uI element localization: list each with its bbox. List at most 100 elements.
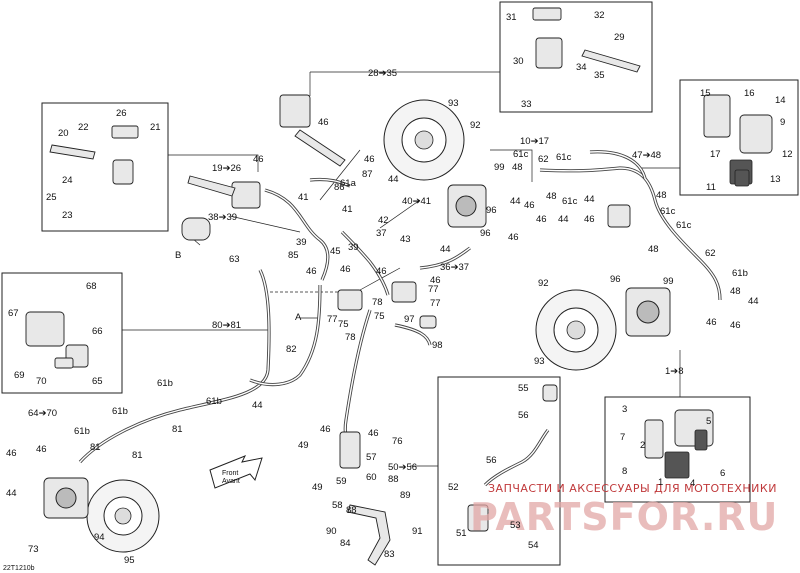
part-number-label: 44 xyxy=(584,194,595,205)
part-number-label: 4 xyxy=(690,478,695,489)
part-number-label: 61c xyxy=(513,149,529,160)
part-number-label: 75 xyxy=(338,319,349,330)
part-number-label: 82 xyxy=(286,344,297,355)
part-number-label: 23 xyxy=(62,210,73,221)
part-number-label: 46 xyxy=(6,448,17,459)
part-number-label: 56 xyxy=(486,455,497,466)
part-number-label: 88 xyxy=(346,505,357,516)
part-number-label: B xyxy=(175,250,181,261)
part-number-label: 46 xyxy=(368,428,379,439)
part-number-label: 46 xyxy=(524,200,535,211)
part-number-label: 41 xyxy=(342,204,353,215)
part-number-label: 61b xyxy=(732,268,748,279)
part-number-label: 99 xyxy=(663,276,674,287)
part-number-label: 32 xyxy=(594,10,605,21)
part-number-label: 61b xyxy=(112,406,128,417)
part-number-label: 46 xyxy=(320,424,331,435)
part-number-label: 41 xyxy=(298,192,309,203)
part-number-label: 13 xyxy=(770,174,781,185)
part-number-label: 89 xyxy=(400,490,411,501)
caliper-left xyxy=(43,477,89,519)
detail-box-top-master-cylinder xyxy=(499,1,653,113)
part-number-label: 61c xyxy=(556,152,572,163)
part-number-label: 91 xyxy=(412,526,423,537)
part-number-label: 44 xyxy=(6,488,17,499)
part-number-label: 66 xyxy=(92,326,103,337)
part-number-label: 34 xyxy=(576,62,587,73)
part-number-label: 50➔56 xyxy=(388,462,417,473)
part-number-label: 56 xyxy=(518,410,529,421)
part-number-label: 51 xyxy=(456,528,467,539)
svg-text:Avant: Avant xyxy=(222,478,240,485)
part-number-label: 61b xyxy=(206,396,222,407)
part-number-label: 68 xyxy=(86,281,97,292)
part-number-label: 75 xyxy=(374,311,385,322)
part-number-label: 73 xyxy=(28,544,39,555)
part-number-label: 39 xyxy=(348,242,359,253)
part-number-label: 16 xyxy=(744,88,755,99)
part-number-label: 39 xyxy=(296,237,307,248)
part-number-label: A xyxy=(295,312,302,323)
part-number-label: 85 xyxy=(288,250,299,261)
part-number-label: 61c xyxy=(562,196,578,207)
part-number-label: 67 xyxy=(8,308,19,319)
part-number-label: 92 xyxy=(470,120,481,131)
brake-proportioning-blocks xyxy=(337,204,631,311)
part-number-label: 96 xyxy=(480,228,491,239)
part-number-label: 14 xyxy=(775,95,786,106)
part-number-label: 22 xyxy=(78,122,89,133)
part-number-label: 1➔8 xyxy=(665,366,684,377)
part-number-label: 48 xyxy=(730,286,741,297)
watermark: PARTSFOR.RU ЗАПЧАСТИ И АКСЕССУАРЫ ДЛЯ МО… xyxy=(470,482,777,539)
part-number-label: 78 xyxy=(372,297,383,308)
part-number-label: 90 xyxy=(326,526,337,537)
part-number-label: 61b xyxy=(157,378,173,389)
part-number-label: 44 xyxy=(252,400,263,411)
part-number-label: 87 xyxy=(362,169,373,180)
part-number-label: 61b xyxy=(74,426,90,437)
detail-box-left-master-cylinder xyxy=(41,102,169,232)
part-number-label: 25 xyxy=(46,192,57,203)
part-number-label: 17 xyxy=(710,149,721,160)
brake-disc-left xyxy=(86,479,160,553)
part-number-label: 29 xyxy=(614,32,625,43)
part-number-label: 31 xyxy=(506,12,517,23)
part-number-label: 65 xyxy=(92,376,103,387)
part-number-label: 92 xyxy=(538,278,549,289)
part-number-label: 99 xyxy=(494,162,505,173)
part-number-label: 47➔48 xyxy=(632,150,661,161)
part-number-label: 46 xyxy=(318,117,329,128)
part-number-label: 48 xyxy=(546,191,557,202)
part-number-label: 44 xyxy=(558,214,569,225)
brake-hoses xyxy=(78,150,722,487)
part-number-label: 81 xyxy=(132,450,143,461)
part-number-label: 10➔17 xyxy=(520,136,549,147)
caliper-right xyxy=(625,287,671,337)
figure-id: 22T1210b xyxy=(3,565,35,572)
master-cylinder-top-left xyxy=(279,94,346,167)
part-number-label: 58 xyxy=(332,500,343,511)
watermark-tagline: ЗАПЧАСТИ И АКСЕССУАРЫ ДЛЯ МОТОТЕХНИКИ xyxy=(488,482,777,495)
part-number-label: 59 xyxy=(336,476,347,487)
part-number-label: 20 xyxy=(58,128,69,139)
part-number-label: 45 xyxy=(330,246,341,257)
part-number-label: 46 xyxy=(508,232,519,243)
part-number-label: 48 xyxy=(512,162,523,173)
part-number-label: 28➔35 xyxy=(368,68,397,79)
part-number-label: 46 xyxy=(730,320,741,331)
part-number-label: 30 xyxy=(513,56,524,67)
part-number-label: 53 xyxy=(510,520,521,531)
part-number-label: 26 xyxy=(116,108,127,119)
part-number-label: 77 xyxy=(327,314,338,325)
part-number-label: 97 xyxy=(404,314,415,325)
part-number-label: 52 xyxy=(448,482,459,493)
detail-box-lower-right-caliper xyxy=(604,396,751,503)
part-number-label: 49 xyxy=(312,482,323,493)
part-number-label: 46 xyxy=(253,154,264,165)
part-number-label: 44 xyxy=(748,296,759,307)
part-number-label: 62 xyxy=(705,248,716,259)
part-number-label: 42 xyxy=(378,215,389,226)
master-cylinder-detail-left xyxy=(49,125,139,185)
